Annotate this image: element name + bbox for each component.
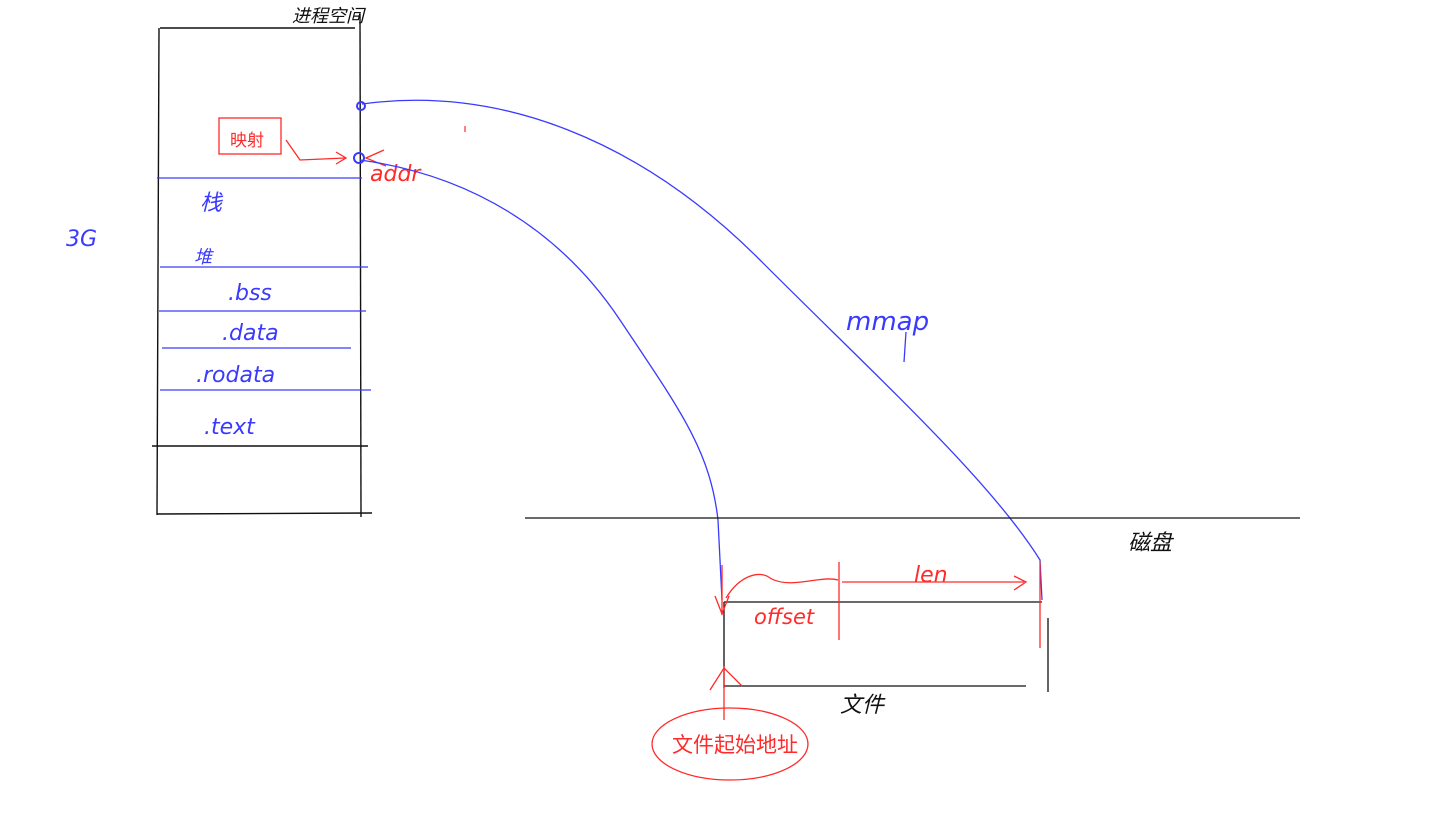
segment-text-label: .text	[204, 415, 256, 440]
segment-dividers	[157, 177, 371, 391]
box-left-line	[156, 27, 160, 516]
mmap-curve-start	[359, 159, 723, 601]
start-arrow	[714, 595, 730, 616]
process-space-box	[152, 13, 373, 518]
mmap-label: mmap	[846, 307, 929, 337]
segment-rodata-label: .rodata	[196, 363, 275, 388]
mmap-curve-end	[361, 99, 1043, 601]
segment-heap-label: 堆	[194, 247, 214, 268]
file-start-label: 文件起始地址	[672, 733, 798, 757]
segment-data-label: .data	[222, 321, 279, 346]
box-right-line	[359, 13, 362, 518]
mapped-end-marker	[356, 101, 366, 111]
segment-bss-label: .bss	[228, 281, 272, 306]
len-label: len	[914, 563, 948, 588]
file-label: 文件	[840, 693, 886, 718]
box-bottom-line	[156, 512, 373, 515]
size-3g-label: 3G	[66, 227, 97, 252]
file-start-arrow	[709, 666, 743, 691]
process-space-label: 进程空间	[292, 6, 366, 27]
segment-stack-label: 栈	[200, 191, 224, 216]
file-start-ellipse	[651, 707, 809, 781]
offset-len-annotations	[651, 562, 1041, 781]
len-arrow	[1013, 575, 1028, 591]
mmap-label-tail	[903, 331, 907, 363]
offset-label: offset	[754, 605, 815, 629]
offset-brace	[725, 573, 839, 599]
disk-label: 磁盘	[1128, 531, 1175, 556]
addr-marker	[353, 152, 365, 164]
mapping-box	[218, 117, 348, 165]
addr-label: addr	[370, 162, 422, 187]
mapping-box-label: 映射	[230, 131, 264, 151]
